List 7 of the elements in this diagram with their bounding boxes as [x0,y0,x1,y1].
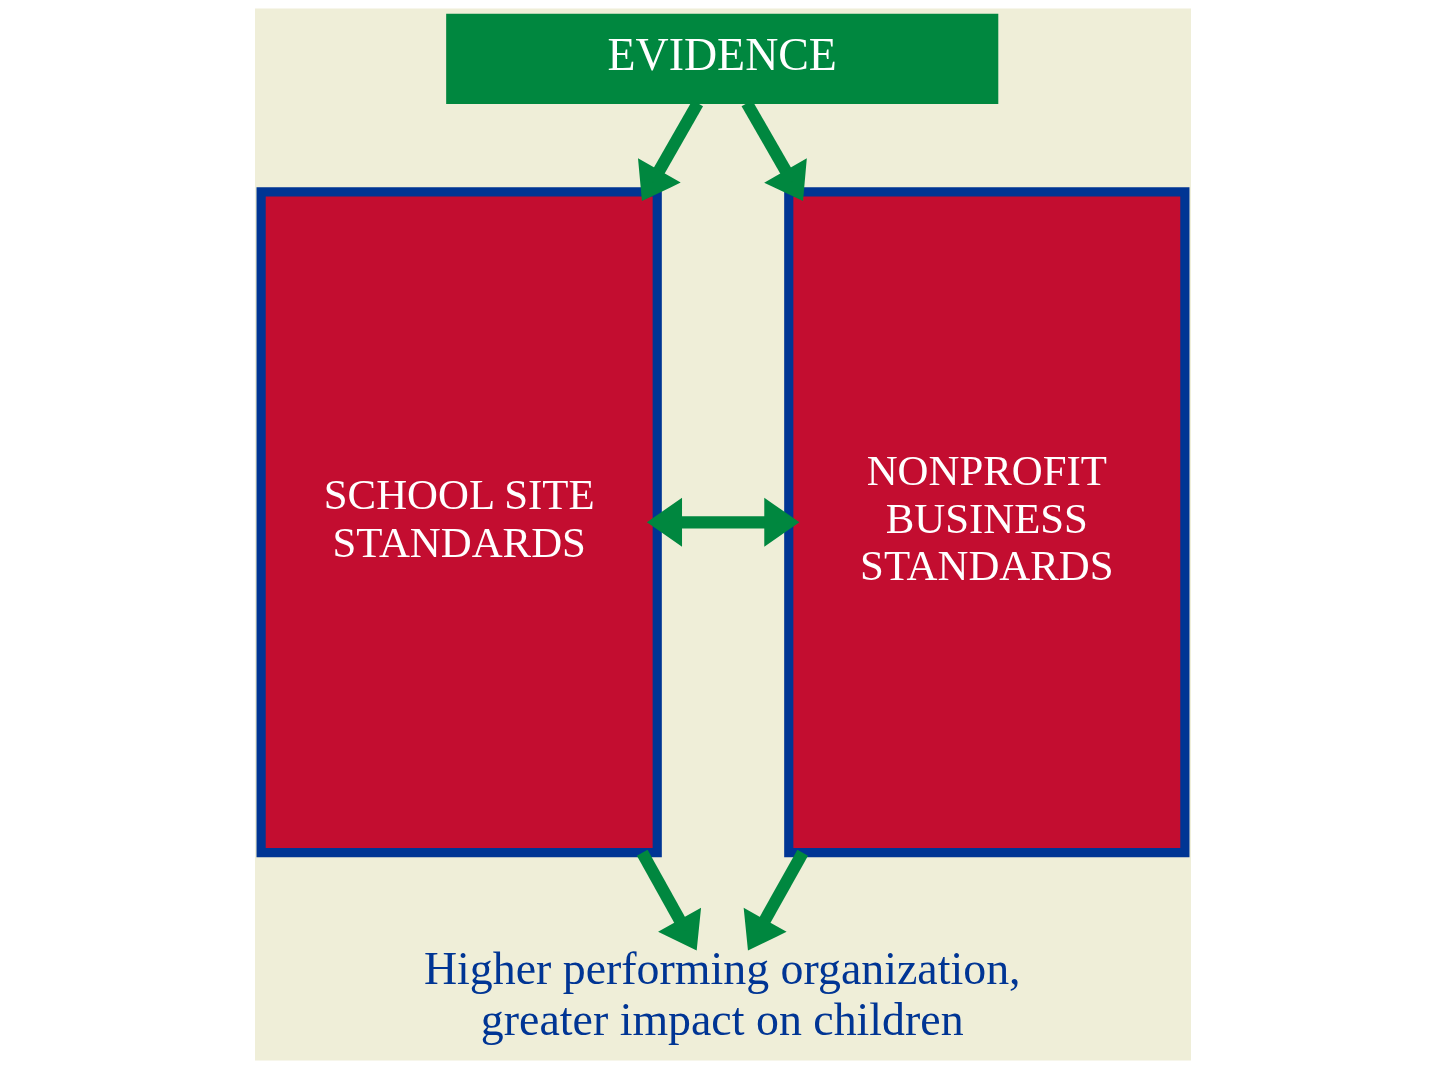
arrow [636,849,701,951]
node-box: EVIDENCE [445,13,998,104]
node-text: Higher performing organization, greater impact on children [423,943,1021,1045]
node-box: NONPROFIT BUSINESS STANDARDS [783,187,1189,858]
node-box: SCHOOL SITE STANDARDS [256,187,662,858]
arrow [743,849,808,951]
arrow [646,497,799,547]
